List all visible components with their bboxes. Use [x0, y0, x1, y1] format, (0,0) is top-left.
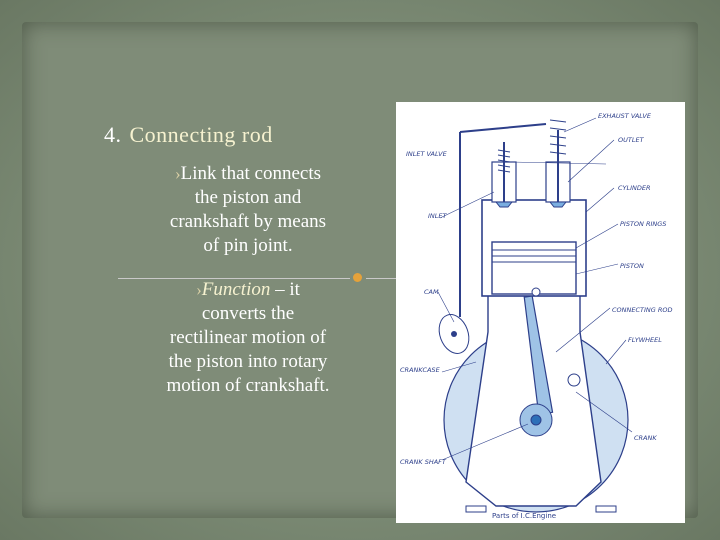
base-foot [595, 505, 617, 513]
label-exhaust-valve: EXHAUST VALVE [598, 112, 652, 120]
inlet-spring-icon [497, 149, 511, 173]
bullet-line: rectilinear motion of [169, 327, 327, 348]
figure-caption: Parts of I.C.Engine [492, 512, 556, 520]
bullet-line: motion of crankshaft. [166, 375, 330, 396]
bullet-line: the piston into rotary [168, 351, 328, 372]
cam-shaft-icon [451, 331, 457, 337]
bullet-line: ›Link that connects [128, 162, 368, 186]
title-number: 4. [104, 122, 122, 147]
crank-pin-icon [567, 373, 581, 387]
engine-diagram: EXHAUST VALVE OUTLET INLET VALVE CYLINDE… [396, 102, 685, 523]
crankshaft-icon [530, 414, 542, 426]
label-inlet-valve: INLET VALVE [406, 150, 448, 158]
base-foot [465, 505, 487, 513]
bullet-arrow-icon: › [174, 164, 181, 183]
bullet-line: crankshaft by means [169, 211, 327, 232]
label-cam: CAM [424, 288, 439, 296]
label-connecting-rod: CONNECTING ROD [612, 306, 673, 314]
bullet-line: the piston and [194, 187, 302, 208]
label-crankcase: CRANKCASE [400, 366, 441, 374]
bullet-definition: ›Link that connects the piston and crank… [128, 162, 368, 258]
label-outlet: OUTLET [618, 136, 645, 144]
label-inlet: INLET [428, 212, 448, 220]
label-crankshaft: CRANK SHAFT [400, 458, 447, 466]
piston-shape [491, 241, 577, 295]
rocker-arm-shape [459, 123, 547, 133]
bullet-text: Link that connects [180, 163, 322, 184]
bullet-line: ›Function – it [128, 278, 368, 302]
slide-title: 4. Connecting rod [104, 122, 273, 148]
label-piston: PISTON [620, 262, 644, 270]
divider-dot [353, 273, 362, 282]
title-text: Connecting rod [129, 122, 273, 147]
bullet-line: converts the [201, 303, 295, 324]
divider-left [118, 278, 350, 279]
engine-diagram-svg: EXHAUST VALVE OUTLET INLET VALVE CYLINDE… [400, 112, 673, 520]
exhaust-spring-icon [549, 119, 567, 155]
piston-pin-icon [531, 287, 541, 297]
label-crank: CRANK [634, 434, 657, 442]
crankcase-shape [465, 291, 602, 507]
divider-right [366, 278, 396, 279]
bullet-line: of pin joint. [203, 235, 293, 256]
label-flywheel: FLYWHEEL [628, 336, 662, 344]
function-label: Function [201, 279, 271, 300]
bullet-arrow-icon: › [196, 280, 202, 299]
leader-lines [437, 117, 633, 461]
bullet-text: – it [270, 279, 300, 300]
bullet-function: ›Function – it converts the rectilinear … [128, 278, 368, 398]
exhaust-valve-head [548, 201, 568, 208]
label-cylinder: CYLINDER [618, 184, 651, 192]
label-piston-rings: PISTON RINGS [620, 220, 666, 228]
inlet-valve-head [494, 201, 514, 208]
connecting-rod-shape [523, 295, 554, 415]
